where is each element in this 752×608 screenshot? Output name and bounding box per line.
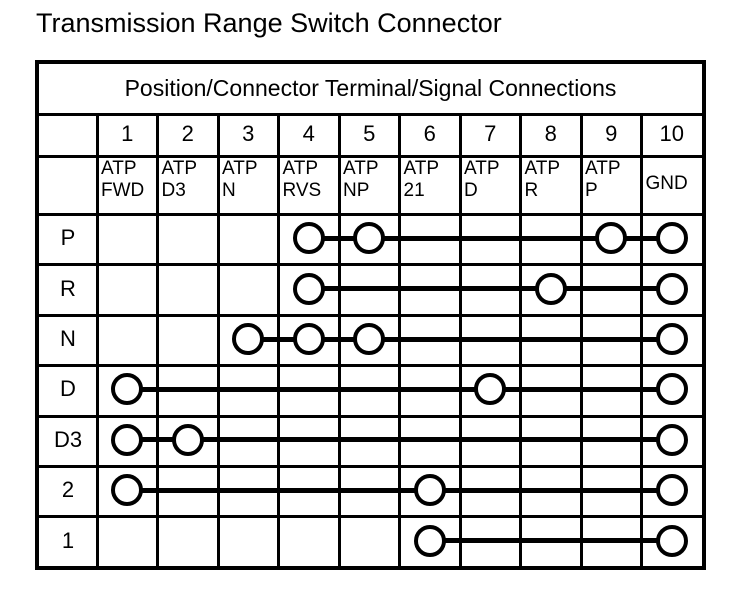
grid-hline xyxy=(39,515,702,519)
connection-node-D-10 xyxy=(655,373,688,406)
terminal-number-3: 3 xyxy=(242,121,255,146)
connection-node-2-1 xyxy=(111,474,144,507)
connection-node-D-7 xyxy=(474,373,507,406)
table-banner-title: Position/Connector Terminal/Signal Conne… xyxy=(124,75,617,101)
matrix-inner: Position/Connector Terminal/Signal Conne… xyxy=(39,64,702,566)
connection-node-P-9 xyxy=(595,222,628,255)
position-label-N: N xyxy=(60,325,76,351)
connection-node-N-3 xyxy=(232,323,265,355)
grid-hline xyxy=(39,213,702,216)
grid-hline xyxy=(39,313,702,317)
terminal-number-4: 4 xyxy=(302,121,315,146)
terminal-number-6: 6 xyxy=(423,121,436,146)
connection-wire xyxy=(429,487,672,493)
connection-node-D3-10 xyxy=(655,423,688,456)
connection-wire xyxy=(550,286,672,292)
position-label-2: 2 xyxy=(61,477,75,503)
signal-name-1: ATP FWD xyxy=(101,158,145,201)
signal-name-8: ATP R xyxy=(524,158,561,201)
connection-node-R-10 xyxy=(655,272,688,305)
connection-wire xyxy=(308,235,370,241)
connection-node-D3-1 xyxy=(111,423,144,456)
signal-name-10: GND xyxy=(645,173,688,194)
terminal-number-2: 2 xyxy=(181,121,194,146)
position-label-1: 1 xyxy=(61,527,75,553)
terminal-number-9: 9 xyxy=(605,121,618,146)
signal-name-4: ATP RVS xyxy=(282,158,322,201)
grid-vline xyxy=(156,113,159,566)
connection-wire xyxy=(127,386,491,392)
position-label-R: R xyxy=(60,275,76,301)
signal-name-7: ATP D xyxy=(464,158,500,201)
connection-wire xyxy=(187,437,672,443)
connection-node-P-5 xyxy=(353,222,386,255)
connection-wire xyxy=(248,336,309,342)
connection-node-2-6 xyxy=(413,474,446,507)
connection-wire xyxy=(308,336,370,342)
terminal-number-5: 5 xyxy=(363,121,376,146)
connection-wire xyxy=(127,487,430,493)
connection-node-R-4 xyxy=(292,272,325,305)
terminal-number-8: 8 xyxy=(544,121,557,146)
connection-wire xyxy=(369,336,672,342)
signal-name-6: ATP 21 xyxy=(403,158,440,201)
position-label-D3: D3 xyxy=(53,426,83,452)
connection-node-N-10 xyxy=(655,323,688,355)
signal-name-2: ATP D3 xyxy=(161,158,198,201)
grid-hline xyxy=(39,364,702,368)
position-label-D: D xyxy=(60,376,76,402)
connection-wire xyxy=(308,286,551,292)
grid-hline xyxy=(39,263,702,267)
connection-node-R-8 xyxy=(534,272,567,305)
signal-name-5: ATP NP xyxy=(343,158,379,201)
connection-wire xyxy=(611,235,672,241)
connection-node-D3-2 xyxy=(171,423,204,456)
connection-node-1-6 xyxy=(413,524,446,557)
signal-name-3: ATP N xyxy=(222,158,258,201)
connection-node-1-10 xyxy=(655,524,688,557)
connection-node-D-1 xyxy=(111,373,144,406)
connection-node-2-10 xyxy=(655,474,688,507)
terminal-number-7: 7 xyxy=(484,121,497,146)
grid-vline-label xyxy=(95,113,99,566)
terminal-number-10: 10 xyxy=(659,121,684,146)
page-title: Transmission Range Switch Connector xyxy=(36,8,502,38)
connection-wire xyxy=(127,437,188,443)
connection-matrix-table: Position/Connector Terminal/Signal Conne… xyxy=(35,60,706,570)
connection-wire xyxy=(429,538,672,544)
signal-name-9: ATP P xyxy=(585,158,621,201)
position-label-P: P xyxy=(60,225,76,251)
connection-node-P-10 xyxy=(655,222,688,255)
connection-wire xyxy=(369,235,612,241)
grid-hline xyxy=(39,465,702,468)
grid-hline xyxy=(39,113,702,116)
grid-vline xyxy=(216,113,220,566)
grid-hline xyxy=(39,414,702,418)
grid-hline xyxy=(39,155,702,158)
connection-node-N-4 xyxy=(292,323,325,355)
connection-node-N-5 xyxy=(353,323,386,355)
connection-wire xyxy=(490,386,672,392)
terminal-number-1: 1 xyxy=(121,121,134,146)
connection-node-P-4 xyxy=(292,222,325,255)
